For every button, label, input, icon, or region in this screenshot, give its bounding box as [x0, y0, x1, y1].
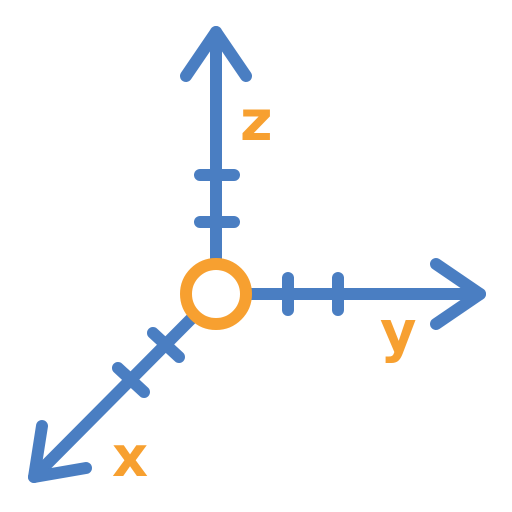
arrow-down-left-icon: [28, 420, 92, 483]
z-axis: [180, 26, 252, 264]
arrow-up-icon: [180, 26, 252, 82]
x-axis-tick: [112, 362, 150, 398]
circle-icon: [180, 258, 252, 330]
x-axis: [28, 312, 198, 483]
y-axis: [244, 258, 486, 330]
y-axis-label: y: [380, 300, 417, 365]
z-axis-label: z: [240, 89, 273, 154]
x-axis-tick: [147, 327, 185, 363]
arrow-right-icon: [430, 258, 486, 330]
x-axis-label: x: [112, 425, 149, 490]
